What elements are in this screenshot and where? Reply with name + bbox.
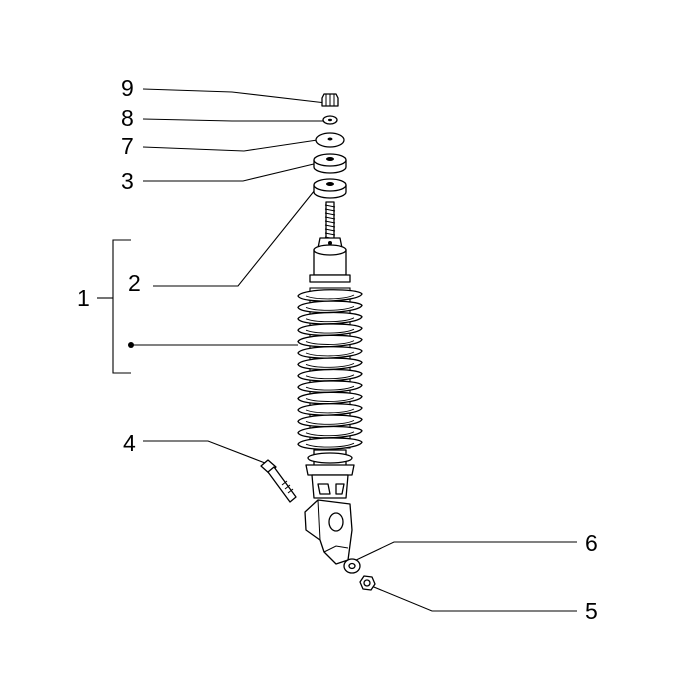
callout-9: 9 xyxy=(121,75,134,101)
leader-1-dot xyxy=(128,342,134,348)
leader-9 xyxy=(142,88,327,104)
washer-6 xyxy=(343,558,361,574)
washer-8 xyxy=(322,115,338,125)
leader-2 xyxy=(153,189,316,287)
rubber-bush-3 xyxy=(313,153,347,174)
washer-7 xyxy=(315,132,345,148)
bolt-4 xyxy=(260,459,297,503)
leader-6 xyxy=(351,541,577,563)
leader-3 xyxy=(143,162,319,182)
callout-5: 5 xyxy=(585,598,598,624)
leader-4 xyxy=(143,440,266,464)
coil-spring xyxy=(297,287,363,450)
callout-1: 1 xyxy=(77,285,90,311)
callout-3: 3 xyxy=(121,168,134,194)
callout-2: 2 xyxy=(128,270,141,296)
lower-mount-bracket xyxy=(304,499,353,565)
callout-8: 8 xyxy=(121,105,134,131)
leader-5 xyxy=(368,584,577,612)
top-nut-9 xyxy=(321,93,339,107)
rubber-bush-2 xyxy=(313,178,347,199)
callout-4: 4 xyxy=(123,430,136,456)
damper-lower-body xyxy=(305,449,355,499)
leader-8 xyxy=(142,118,323,122)
callout-6: 6 xyxy=(585,530,598,556)
damper-upper-body xyxy=(309,244,351,283)
leader-lines xyxy=(97,88,577,612)
nut-5 xyxy=(359,575,376,591)
callout-7: 7 xyxy=(121,133,134,159)
group-bracket-1 xyxy=(112,239,131,374)
leader-7 xyxy=(142,138,325,152)
threaded-stem xyxy=(317,201,343,249)
